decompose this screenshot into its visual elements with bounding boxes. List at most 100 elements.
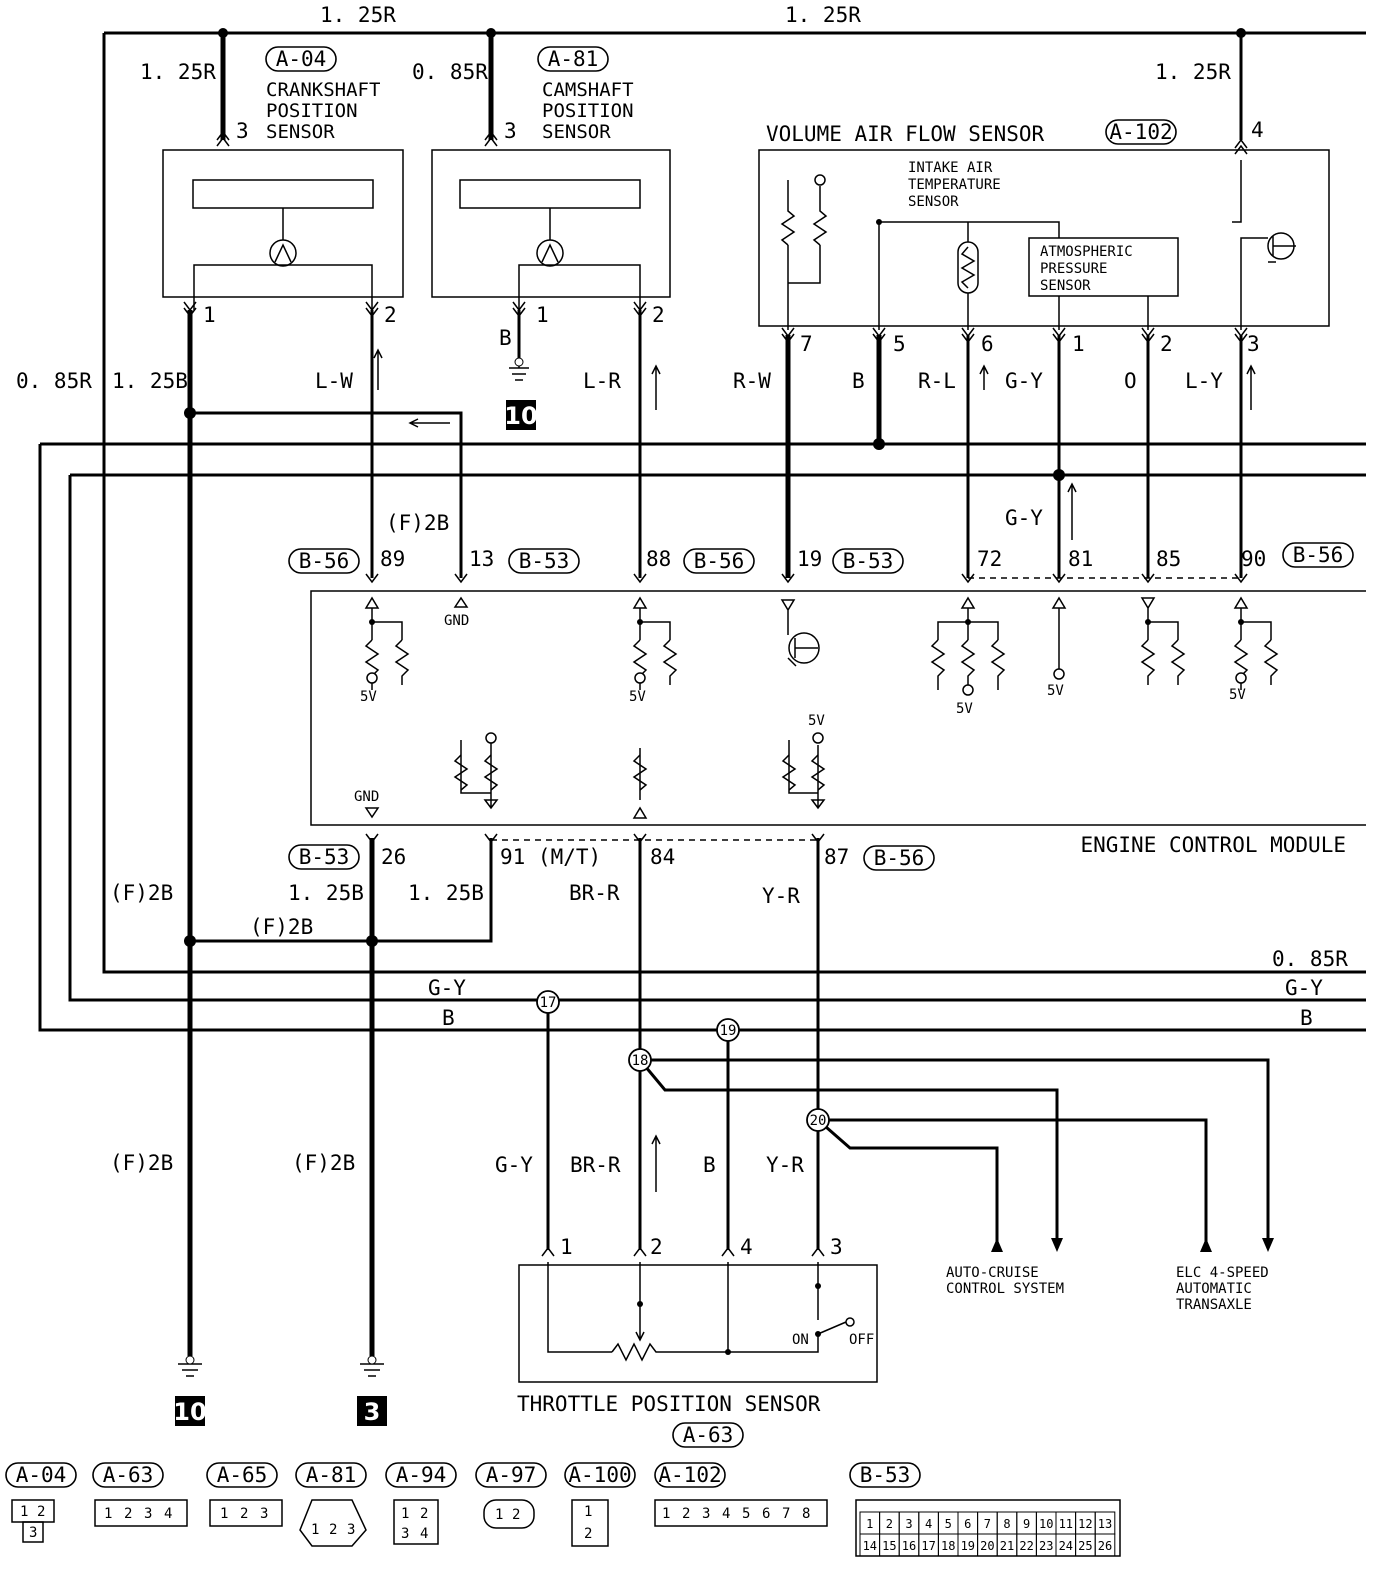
legend-b53-pin: 21 (1000, 1539, 1014, 1553)
ecm-conn-88: B-56 (694, 549, 745, 573)
ckp-name-line1: CRANKSHAFT (266, 79, 380, 101)
legend-b53-pin: 25 (1078, 1539, 1092, 1553)
label-left-125b: 1. 25B (112, 369, 188, 393)
legend-a94-pin-2: 2 (420, 1506, 428, 1522)
ground-point-cmp (506, 400, 536, 430)
label-b-cmp: B (499, 326, 512, 350)
baro-line1: ATMOSPHERIC (1040, 244, 1133, 260)
ecm-5v-88: 5V (629, 689, 646, 705)
g-y-bus-lower (68, 475, 1366, 1002)
tps-pin-4: 4 (740, 1235, 753, 1259)
cmp-connector-label: A-81 (548, 47, 599, 71)
label-y-r-upper: Y-R (762, 884, 800, 908)
legend-b53-pin: 14 (863, 1539, 877, 1553)
label-f2b-ground-left: (F)2B (110, 1151, 173, 1175)
ecm-gnd-top: GND (444, 613, 469, 629)
ecm-pin-85: 85 (1156, 547, 1181, 571)
ckp-name-line2: POSITION (266, 100, 358, 122)
ground-point-left (175, 1396, 205, 1426)
cmp-pin-2: 2 (652, 303, 665, 327)
legend-b53-pin: 20 (980, 1539, 994, 1553)
label-g-y-mid: G-Y (1005, 506, 1043, 530)
legend-a94-label: A-94 (396, 1463, 447, 1487)
legend-a04-pin-1: 1 (20, 1504, 28, 1520)
legend-b53-pin: 1 (866, 1517, 873, 1531)
legend-a94-pin-1: 1 (401, 1506, 409, 1522)
legend-b53-pin: 16 (902, 1539, 916, 1553)
label-r-w: R-W (733, 369, 771, 393)
label-g-y-vaf: G-Y (1005, 369, 1043, 393)
legend-a81-pin-3: 3 (347, 1522, 355, 1538)
legend-a94: A-94 1 2 3 4 (385, 1462, 457, 1545)
ckp-pin-1: 1 (203, 303, 216, 327)
label-left-085r: 0. 85R (16, 369, 92, 393)
camshaft-position-sensor (431, 149, 671, 310)
ecm-pin-72: 72 (977, 547, 1002, 571)
cruise-line1: AUTO-CRUISE (946, 1265, 1039, 1281)
label-tps-b: B (703, 1153, 716, 1177)
tps-pin-2: 2 (650, 1235, 663, 1259)
legend-a63-pin-1: 1 (104, 1506, 112, 1522)
label-f2b-ground-right: (F)2B (292, 1151, 355, 1175)
legend-b53-pin: 17 (921, 1539, 935, 1553)
label-r-l: R-L (918, 369, 956, 393)
ground-label-cmp: 10 (504, 402, 537, 430)
crankshaft-position-sensor (162, 149, 404, 310)
legend-a81-pin-2: 2 (329, 1522, 337, 1538)
ecm-pin-13: 13 (469, 547, 494, 571)
legend-a102-pin-1: 1 (662, 1506, 670, 1522)
legend-b53-pin: 6 (964, 1517, 971, 1531)
legend-b53-pin: 10 (1039, 1517, 1053, 1531)
label-ckp-feed: 1. 25R (140, 60, 216, 84)
legend-a100-label: A-100 (568, 1463, 631, 1487)
label-bus-gy-left: G-Y (428, 976, 466, 1000)
cmp-pin-3: 3 (504, 119, 517, 143)
legend-b53-pin: 9 (1023, 1517, 1030, 1531)
cmp-name-line1: CAMSHAFT (542, 79, 634, 101)
legend-b53-pin: 26 (1098, 1539, 1112, 1553)
ecm-conn-19: B-53 (843, 549, 894, 573)
legend-b53-pin: 24 (1059, 1539, 1073, 1553)
splice-20-label: 20 (810, 1113, 827, 1129)
legend-a100-pin-2: 2 (584, 1526, 592, 1542)
ckp-connector-label: A-04 (276, 47, 327, 71)
vaf-pin-6: 6 (981, 332, 994, 356)
vaf-pin-1: 1 (1072, 332, 1085, 356)
cmp-name-line3: SENSOR (542, 121, 611, 143)
splice18-trans (640, 1058, 1270, 1238)
legend-a04: A-04 1 2 3 (5, 1462, 77, 1543)
legend-a102-pin-2: 2 (682, 1506, 690, 1522)
splice-19-label: 19 (720, 1023, 737, 1039)
label-f2b-joint: (F)2B (250, 915, 313, 939)
tps-pin-3: 3 (830, 1235, 843, 1259)
label-l-w: L-W (315, 369, 353, 393)
legend-a97-pin-2: 2 (512, 1507, 520, 1523)
legend-b53-pin: 15 (882, 1539, 896, 1553)
legend-b53-pin: 12 (1078, 1517, 1092, 1531)
legend-a97-label: A-97 (486, 1463, 537, 1487)
component-labels: A-04 CRANKSHAFT POSITION SENSOR 3 1 2 A-… (203, 46, 1346, 1448)
legend-a81-label: A-81 (306, 1463, 357, 1487)
ecm-pin-91: 91 (M/T) (500, 845, 601, 869)
trans-line1: ELC 4-SPEED (1176, 1265, 1269, 1281)
legend-a04-label: A-04 (16, 1463, 67, 1487)
label-br-r-upper: BR-R (569, 881, 620, 905)
label-tps-g-y: G-Y (495, 1153, 533, 1177)
ecm-pin-26: 26 (381, 845, 406, 869)
legend-a63-pin-4: 4 (164, 1506, 172, 1522)
tps-on-label: ON (792, 1332, 809, 1348)
current-arrows (373, 348, 1256, 1192)
legend-a65-pin-1: 1 (220, 1506, 228, 1522)
legend-a81: A-81 1 2 3 (295, 1462, 367, 1547)
ecm-conn-89: B-56 (299, 549, 350, 573)
ecm-title: ENGINE CONTROL MODULE (1080, 833, 1346, 857)
tps-title: THROTTLE POSITION SENSOR (517, 1392, 821, 1416)
legend-a102-label: A-102 (658, 1463, 721, 1487)
legend-a102-pin-8: 8 (802, 1506, 810, 1522)
throttle-position-sensor (518, 1262, 878, 1383)
legend-a04-pin-2: 2 (37, 1504, 45, 1520)
vaf-connector-label: A-102 (1109, 120, 1172, 144)
ecm-conn-13: B-53 (519, 549, 570, 573)
